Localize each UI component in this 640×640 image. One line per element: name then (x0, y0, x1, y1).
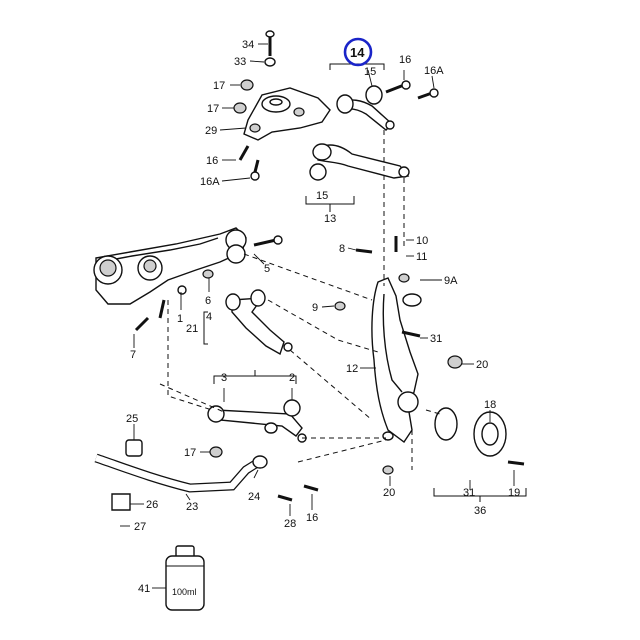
nut-20-lower (382, 465, 394, 475)
label-20a: 20 (476, 359, 488, 371)
lower-control-arm-21 (225, 289, 293, 356)
label-5: 5 (264, 263, 270, 275)
bolt-16-lower (303, 484, 319, 492)
bolt-8 (355, 248, 373, 254)
label-25: 25 (126, 413, 138, 425)
label-14: 14 (350, 45, 365, 60)
lower-control-arm-3-2 (207, 399, 307, 443)
label-27: 27 (134, 521, 146, 533)
nut-17-lower (209, 446, 223, 458)
nut-6 (177, 269, 214, 295)
grease-bottle (165, 545, 205, 611)
label-15a: 15 (364, 66, 376, 78)
bolt-16-left (238, 145, 260, 181)
label-3: 3 (221, 372, 227, 384)
label-33: 33 (234, 56, 246, 68)
label-7: 7 (130, 349, 136, 361)
bushing-25 (125, 439, 143, 457)
label-12: 12 (346, 363, 358, 375)
label-16A-a: 16A (200, 176, 220, 188)
bolt-28 (277, 494, 293, 502)
label-1: 1 (177, 313, 183, 325)
label-18: 18 (484, 399, 496, 411)
ball-joint-9A (398, 273, 422, 307)
label-15b: 15 (316, 190, 328, 202)
label-28: 28 (284, 518, 296, 530)
label-16a: 16 (206, 155, 218, 167)
highlight-circle (343, 37, 373, 67)
label-8: 8 (339, 243, 345, 255)
nut-20-upper (447, 355, 463, 369)
bolt-5 (253, 235, 283, 247)
label-16b: 16 (399, 54, 411, 66)
label-29: 29 (205, 125, 217, 137)
wheel-bearing-housing (371, 277, 419, 444)
bottle-volume-label: 100ml (172, 587, 197, 597)
upper-mount-bracket (243, 87, 331, 141)
part-labels: 14 34 33 17 17 29 16 16A 15 16 16A 15 13… (126, 39, 520, 597)
label-6: 6 (205, 295, 211, 307)
label-36: 36 (474, 505, 486, 517)
upper-control-arm-front (336, 85, 395, 131)
label-9: 9 (312, 302, 318, 314)
wheel-hub (434, 407, 525, 466)
label-34: 34 (242, 39, 254, 51)
label-24: 24 (248, 491, 260, 503)
assembly-dashed-lines (159, 130, 441, 470)
label-17c: 17 (184, 447, 196, 459)
label-17a: 17 (213, 80, 225, 92)
clamp-26 (111, 493, 131, 511)
label-21: 21 (186, 323, 198, 335)
label-41: 41 (138, 583, 150, 595)
upper-control-arm-rear (309, 143, 410, 181)
nut-9 (334, 301, 346, 311)
label-11: 11 (416, 251, 427, 263)
leader-lines (120, 43, 515, 589)
top-bolt (264, 30, 276, 67)
label-23: 23 (186, 501, 198, 513)
subframe (93, 227, 247, 319)
label-20b: 20 (383, 487, 395, 499)
label-31b: 31 (463, 487, 475, 499)
bolt-16-top-right (385, 80, 439, 100)
bolt-31-upper (401, 330, 421, 338)
label-16A-b: 16A (424, 65, 444, 77)
label-19: 19 (508, 487, 520, 499)
label-17b: 17 (207, 103, 219, 115)
bolt-7 (134, 316, 150, 332)
bolt-17-left (233, 79, 254, 114)
label-13: 13 (324, 213, 336, 225)
label-26: 26 (146, 499, 158, 511)
label-9A: 9A (444, 275, 458, 287)
stabilizer-bar (94, 453, 265, 493)
label-4: 4 (206, 311, 212, 323)
label-31a: 31 (430, 333, 442, 345)
bolt-24 (252, 455, 268, 469)
label-10: 10 (416, 235, 428, 247)
label-16c: 16 (306, 512, 318, 524)
label-2: 2 (289, 372, 295, 384)
